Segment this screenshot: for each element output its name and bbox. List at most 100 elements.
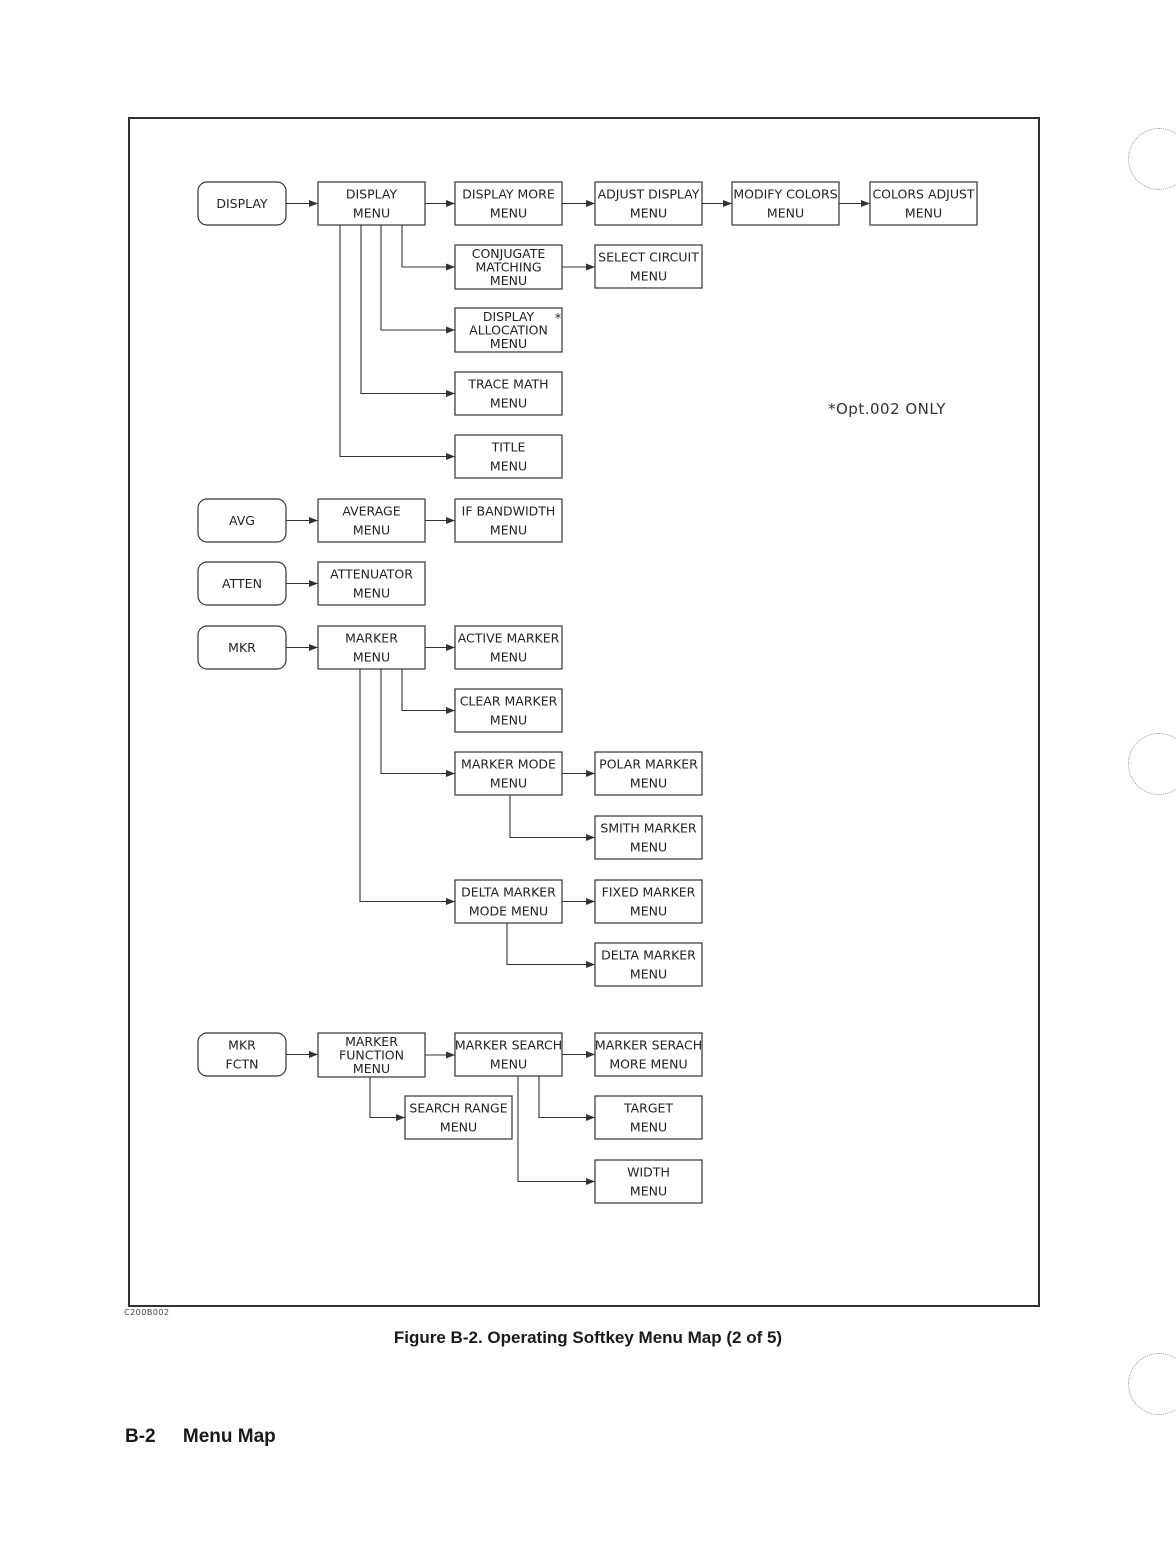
menu-box: [317, 625, 426, 670]
node-attenuator-menu: ATTENUATOR MENU: [317, 561, 426, 606]
connector-display-menu-to-conjugate-matching: [401, 225, 455, 268]
arrow-head-icon: [586, 834, 595, 841]
node-label: MODIFY COLORS: [733, 187, 837, 202]
menu-box: [454, 244, 563, 290]
arrow-head-icon: [861, 200, 870, 207]
node-label: ATTEN: [222, 576, 262, 591]
node-avg: AVG: [197, 498, 287, 543]
arrow-head-icon: [586, 1114, 595, 1121]
figure-caption: Figure B-2. Operating Softkey Menu Map (…: [393, 1328, 783, 1347]
arrow-head-icon: [586, 898, 595, 905]
node-label: MENU: [767, 206, 804, 221]
menu-box: [594, 244, 703, 289]
node-label: MENU: [353, 650, 390, 665]
node-label: ALLOCATION: [469, 323, 548, 338]
node-label: MENU: [490, 523, 527, 538]
node-label: MKR: [228, 640, 256, 655]
node-label: DISPLAY MORE: [462, 187, 555, 202]
menu-box: [317, 1032, 426, 1078]
arrow-head-icon: [586, 200, 595, 207]
node-label: SMITH MARKER: [600, 821, 697, 836]
node-label: SELECT CIRCUIT: [598, 250, 699, 265]
node-label: MENU: [490, 336, 527, 351]
node-label: TARGET: [623, 1101, 673, 1116]
connector-delta-marker-mode-to-delta-marker: [506, 923, 595, 966]
node-label: SEARCH RANGE: [409, 1101, 507, 1116]
menu-box: [594, 751, 703, 796]
menu-box: [454, 879, 563, 924]
connector-display-menu-to-title: [339, 225, 455, 458]
arrow-head-icon: [586, 1178, 595, 1185]
option-flag: *: [555, 310, 561, 325]
node-label: COLORS ADJUST: [872, 187, 974, 202]
node-label: DELTA MARKER: [601, 948, 696, 963]
node-label: DISPLAY: [483, 309, 535, 324]
menu-box: [594, 879, 703, 924]
arrow-head-icon: [309, 200, 318, 207]
connector-marker-search-to-width: [517, 1076, 595, 1183]
connector-marker-menu-to-delta-marker-mode: [359, 669, 455, 903]
arrow-head-icon: [586, 263, 595, 271]
arrow-head-icon: [446, 707, 455, 714]
arrow-head-icon: [586, 770, 595, 777]
option-note: *Opt.002 ONLY: [828, 400, 946, 418]
menu-box: [731, 181, 840, 226]
node-label: ATTENUATOR: [330, 567, 413, 582]
node-label: MENU: [490, 396, 527, 411]
arrow-head-icon: [446, 326, 455, 334]
arrow-head-icon: [446, 453, 455, 460]
menu-box: [454, 181, 563, 226]
node-label: MENU: [630, 967, 667, 982]
node-label: MATCHING: [475, 260, 541, 275]
arrow-head-icon: [586, 1051, 595, 1058]
node-label: MENU: [490, 1057, 527, 1072]
menu-box: [454, 751, 563, 796]
arrow-head-icon: [446, 200, 455, 207]
node-label: ACTIVE MARKER: [458, 631, 560, 646]
arrow-head-icon: [309, 644, 318, 651]
node-label: MENU: [630, 206, 667, 221]
node-label: FIXED MARKER: [602, 885, 696, 900]
arrow-head-icon: [309, 517, 318, 524]
connector-marker-mode-to-smith-marker: [509, 795, 595, 839]
node-label: MENU: [353, 586, 390, 601]
figure-id: C200B002: [124, 1308, 170, 1317]
node-modify-colors: MODIFY COLORS MENU: [731, 181, 840, 226]
arrow-head-icon: [396, 1114, 405, 1121]
node-label: MENU: [490, 776, 527, 791]
figure-frame: [128, 117, 1040, 1307]
arrow-head-icon: [586, 961, 595, 968]
arrow-head-icon: [723, 200, 732, 207]
node-label: CLEAR MARKER: [460, 694, 558, 709]
node-if-bandwidth: IF BANDWIDTH MENU: [454, 498, 563, 543]
menu-box: [317, 498, 426, 543]
node-label: MENU: [353, 206, 390, 221]
menu-box: [454, 434, 563, 479]
connector-marker-function-to-search-range: [369, 1077, 405, 1119]
node-label: MENU: [630, 1184, 667, 1199]
node-label: IF BANDWIDTH: [462, 504, 556, 519]
node-label: MARKER SERACH: [595, 1038, 702, 1053]
connector-marker-search-to-target: [538, 1076, 595, 1119]
node-label: MENU: [630, 840, 667, 855]
node-display: DISPLAY: [197, 181, 287, 226]
node-label: WIDTH: [627, 1165, 670, 1180]
node-label: MODE MENU: [469, 904, 548, 919]
